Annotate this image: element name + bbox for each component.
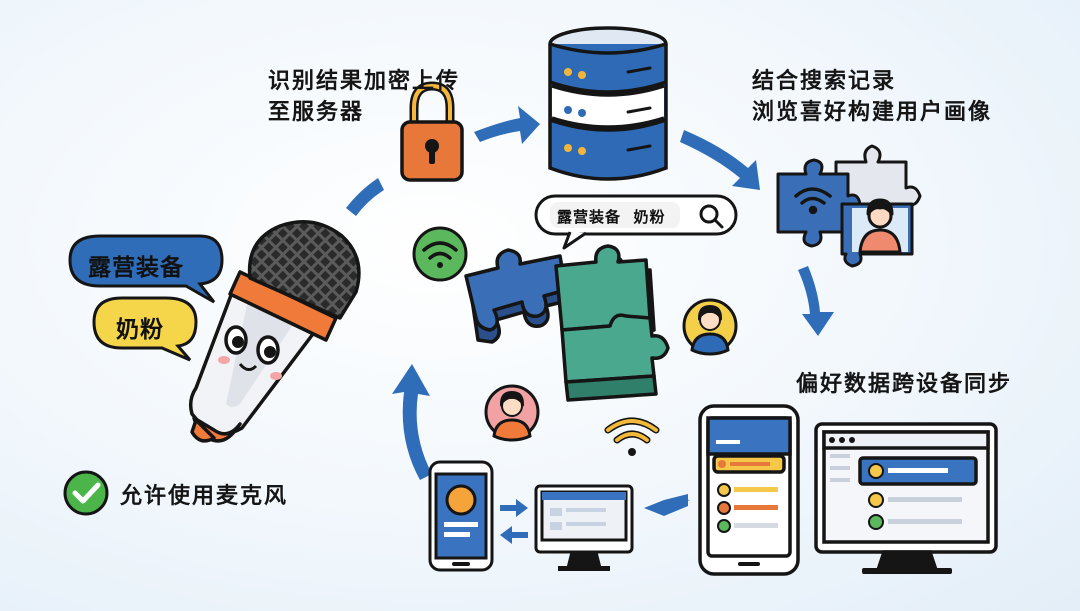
step-upload-label: 识别结果加密上传 至服务器: [268, 66, 460, 128]
puzzle-icon: [464, 244, 670, 402]
wifi-icon: [604, 417, 660, 456]
avatar-icon: [682, 298, 738, 356]
avatar-icon: [484, 384, 540, 442]
phone-icon: [698, 404, 800, 576]
speech-bubble-camping: [68, 234, 224, 304]
search-bar: [534, 194, 738, 250]
server-icon: [548, 26, 668, 181]
desktop-icon: [534, 484, 634, 571]
step-upload-line1: 识别结果加密上传: [268, 69, 461, 94]
puzzle-piece-green-lower: [560, 313, 670, 384]
arrow-small-right: [500, 499, 528, 517]
check-icon: [63, 470, 109, 516]
arrow-mic-to-lock: [346, 178, 384, 216]
puzzle-piece-blue: [464, 248, 568, 332]
microphone-icon: [188, 220, 361, 443]
step-upload-line2: 至服务器: [268, 100, 365, 125]
step-sync-label: 偏好数据跨设备同步: [796, 372, 1013, 397]
step-profile-line2: 浏览喜好构建用户画像: [752, 100, 993, 125]
search-query-text: 露营装备 奶粉: [557, 208, 666, 226]
flow-arrows: [346, 106, 834, 544]
arrow-small-left: [500, 526, 528, 544]
wifi-icon: [794, 187, 832, 215]
speech-milk-text: 奶粉: [116, 317, 164, 343]
permission-label: 允许使用麦克风: [120, 484, 289, 509]
step-profile-label: 结合搜索记录 浏览喜好构建用户画像: [752, 66, 992, 128]
lock-icon: [400, 81, 464, 182]
speech-camping-text: 露营装备: [88, 255, 184, 281]
speech-bubble-milk: [92, 296, 198, 362]
avatar-icon: [858, 198, 902, 254]
arrow-lock-to-server: [474, 106, 540, 144]
arrow-puzzle-down: [798, 266, 834, 336]
arrow-up-arc: [392, 364, 432, 480]
phone-icon: [428, 460, 494, 572]
step-profile-line1: 结合搜索记录: [752, 69, 897, 94]
desktop-icon: [814, 422, 998, 574]
search-icon: [699, 204, 724, 229]
mic-face: [218, 325, 282, 380]
profile-puzzle: [776, 144, 922, 268]
arrow-server-to-puzzle: [680, 130, 760, 190]
wifi-icon: [412, 226, 468, 282]
